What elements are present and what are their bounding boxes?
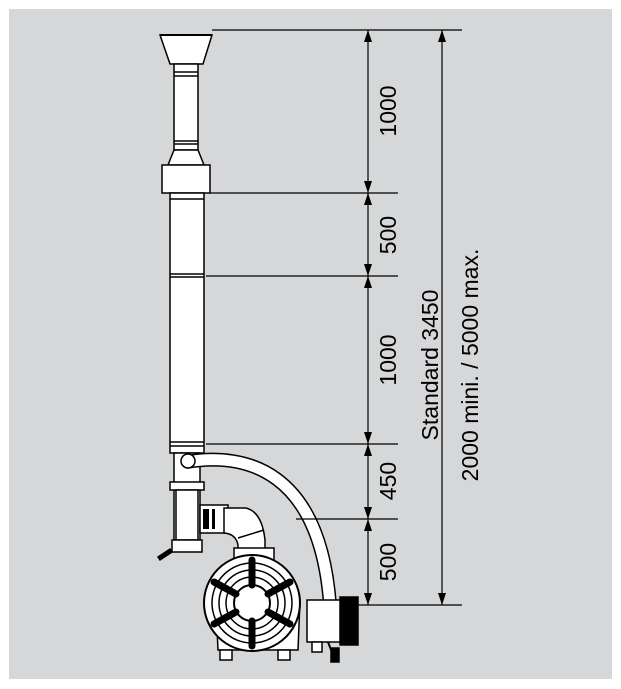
flexible-hose — [180, 452, 337, 606]
main-pipe — [169, 192, 205, 454]
dimension-arrows — [364, 30, 446, 605]
diagram-background — [9, 9, 612, 679]
dim-label-1000-top: 1000 — [375, 85, 401, 136]
dim-label-500-upper: 500 — [375, 216, 401, 254]
collar — [161, 164, 211, 194]
reducer — [166, 149, 206, 166]
fan-blades — [210, 556, 294, 650]
total-standard-label: Standard 3450 — [417, 290, 443, 441]
top-pipe — [173, 63, 199, 151]
dim-label-1000-mid: 1000 — [375, 334, 401, 385]
dim-label-450: 450 — [375, 462, 401, 500]
exhaust-pipe — [156, 34, 266, 562]
rain-cap — [158, 34, 214, 65]
fan-unit — [203, 547, 359, 663]
dim-label-500-lower: 500 — [375, 543, 401, 581]
total-range-label: 2000 mini. / 5000 max. — [457, 249, 483, 482]
